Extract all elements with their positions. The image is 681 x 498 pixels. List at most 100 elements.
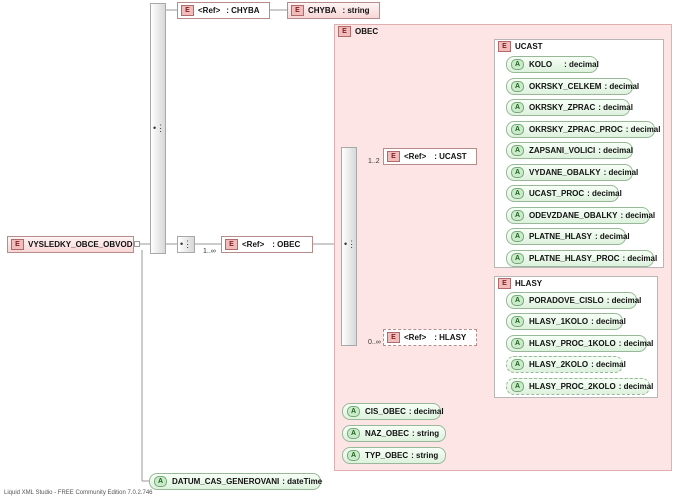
chyba-ref-label: <Ref> (198, 6, 221, 15)
attribute-type: : decimal (598, 146, 633, 155)
sequence-icon: •⋮ (180, 239, 193, 249)
attribute-badge: A (511, 210, 524, 221)
attribute-node-okrsky-celkem[interactable]: A OKRSKY_CELKEM : decimal (506, 78, 639, 95)
attribute-badge: A (511, 59, 524, 70)
chyba-element-label: CHYBA (308, 6, 337, 15)
attribute-type: : dateTime (282, 477, 323, 486)
attribute-name: HLASY_PROC_1KOLO (529, 339, 616, 348)
attribute-type: : decimal (606, 296, 642, 305)
attribute-node-cis-obec[interactable]: A CIS_OBEC : decimal (342, 403, 444, 420)
attribute-name: ODEVZDANE_OBALKY (529, 211, 618, 220)
element-badge: E (387, 332, 400, 343)
attribute-node-okrsky-zprac[interactable]: A OKRSKY_ZPRAC : decimal (506, 99, 633, 116)
attribute-badge: A (154, 476, 167, 487)
chyba-ref-node[interactable]: E <Ref> : CHYBA (177, 2, 270, 19)
root-expand-handle[interactable] (134, 241, 140, 247)
obec-ref-node[interactable]: E <Ref> : OBEC (221, 236, 313, 253)
attribute-node-naz-obec[interactable]: A NAZ_OBEC : string (342, 425, 446, 442)
attribute-node-zapsani-volici[interactable]: A ZAPSANI_VOLICI : decimal (506, 142, 633, 159)
attribute-badge: A (511, 188, 524, 199)
attribute-node-platne-hlasy-proc[interactable]: A PLATNE_HLASY_PROC : decimal (506, 250, 657, 267)
root-element-label: VYSLEDKY_OBCE_OBVOD (28, 240, 133, 249)
hlasy-ref-node[interactable]: E <Ref> : HLASY (383, 329, 477, 346)
hlasy-region-title: E HLASY (495, 278, 542, 289)
attribute-node-hlasy-1kolo[interactable]: A HLASY_1KOLO : decimal (506, 313, 626, 330)
attribute-name: NAZ_OBEC (365, 429, 410, 438)
attribute-type: : decimal (598, 103, 633, 112)
attribute-badge: A (347, 450, 360, 461)
ucast-ref-node[interactable]: E <Ref> : UCAST (383, 148, 477, 165)
attribute-node-odevzdane-obalky[interactable]: A ODEVZDANE_OBALKY : decimal (506, 207, 655, 224)
attribute-type: : decimal (620, 211, 656, 220)
obec-title-text: OBEC (355, 27, 379, 36)
attribute-badge: A (511, 316, 524, 327)
attribute-type: : decimal (618, 339, 654, 348)
attribute-node-hlasy-2kolo[interactable]: A HLASY_2KOLO : decimal (506, 356, 626, 373)
attribute-type: : decimal (591, 360, 626, 369)
sequence-icon: •⋮ (344, 239, 357, 249)
attribute-name: TYP_OBEC (365, 451, 409, 460)
element-badge: E (291, 5, 304, 16)
obec-ref-target: : OBEC (272, 240, 301, 249)
attribute-node-platne-hlasy[interactable]: A PLATNE_HLASY : decimal (506, 228, 630, 245)
attribute-name: CIS_OBEC (365, 407, 406, 416)
attribute-badge: A (511, 81, 524, 92)
attribute-node-typ-obec[interactable]: A TYP_OBEC : string (342, 447, 446, 464)
attribute-badge: A (511, 381, 524, 392)
attribute-badge: A (347, 428, 360, 439)
attribute-node-datum-cas-generovani[interactable]: A DATUM_CAS_GENEROVANI : dateTime (149, 473, 323, 490)
sequence-bar-obec[interactable] (341, 147, 357, 346)
hlasy-ref-label: <Ref> (404, 333, 427, 342)
attribute-node-ucast-proc[interactable]: A UCAST_PROC : decimal (506, 185, 622, 202)
attribute-type: : string (411, 451, 439, 460)
attribute-node-kolo[interactable]: A KOLO : decimal (506, 56, 599, 73)
attribute-node-hlasy-proc-1kolo[interactable]: A HLASY_PROC_1KOLO : decimal (506, 335, 653, 352)
attribute-node-hlasy-proc-2kolo[interactable]: A HLASY_PROC_2KOLO : decimal (506, 378, 653, 395)
attribute-badge: A (511, 102, 524, 113)
sequence-bar-root[interactable] (150, 3, 166, 254)
ucast-ref-label: <Ref> (404, 152, 427, 161)
attribute-type: : decimal (604, 82, 640, 91)
attribute-type: : decimal (408, 407, 444, 416)
attribute-name: OKRSKY_ZPRAC (529, 103, 596, 112)
attribute-type: : string (412, 429, 440, 438)
element-badge: E (338, 26, 351, 37)
root-element-node[interactable]: E VYSLEDKY_OBCE_OBVOD (7, 236, 134, 253)
element-badge: E (11, 239, 24, 250)
attribute-name: UCAST_PROC (529, 189, 585, 198)
attribute-badge: A (511, 167, 524, 178)
attribute-type: : decimal (594, 232, 630, 241)
attribute-badge: A (511, 124, 524, 135)
attribute-type: : decimal (591, 317, 626, 326)
attribute-name: DATUM_CAS_GENEROVANI (172, 477, 280, 486)
element-badge: E (498, 278, 511, 289)
attribute-node-poradove-cislo[interactable]: A PORADOVE_CISLO : decimal (506, 292, 641, 309)
attribute-node-vydane-obalky[interactable]: A VYDANE_OBALKY : decimal (506, 164, 638, 181)
sequence-icon: •⋮ (153, 123, 166, 133)
attribute-name: ZAPSANI_VOLICI (529, 146, 596, 155)
obec-region-title: E OBEC (335, 26, 378, 37)
attribute-badge: A (511, 231, 524, 242)
attribute-badge: A (511, 145, 524, 156)
attribute-badge: A (511, 359, 524, 370)
attribute-type: : decimal (622, 254, 658, 263)
hlasy-ref-target: : HLASY (434, 333, 467, 342)
attribute-type: : decimal (618, 382, 654, 391)
ucast-ref-multiplicity: 1..2 (368, 158, 380, 165)
attribute-name: HLASY_PROC_2KOLO (529, 382, 616, 391)
attribute-name: PLATNE_HLASY (529, 232, 592, 241)
attribute-badge: A (511, 253, 524, 264)
element-badge: E (498, 41, 511, 52)
attribute-type: : decimal (564, 60, 599, 69)
obec-ref-label: <Ref> (242, 240, 265, 249)
attribute-node-okrsky-zprac-proc[interactable]: A OKRSKY_ZPRAC_PROC : decimal (506, 121, 660, 138)
attribute-name: KOLO (529, 60, 553, 69)
element-badge: E (387, 151, 400, 162)
sequence-small-obec[interactable] (177, 236, 195, 253)
chyba-element-node[interactable]: E CHYBA : string (287, 2, 380, 19)
attribute-name: PLATNE_HLASY_PROC (529, 254, 620, 263)
attribute-badge: A (511, 338, 524, 349)
obec-ref-multiplicity: 1..∞ (203, 248, 216, 255)
attribute-badge: A (347, 406, 360, 417)
element-badge: E (225, 239, 238, 250)
